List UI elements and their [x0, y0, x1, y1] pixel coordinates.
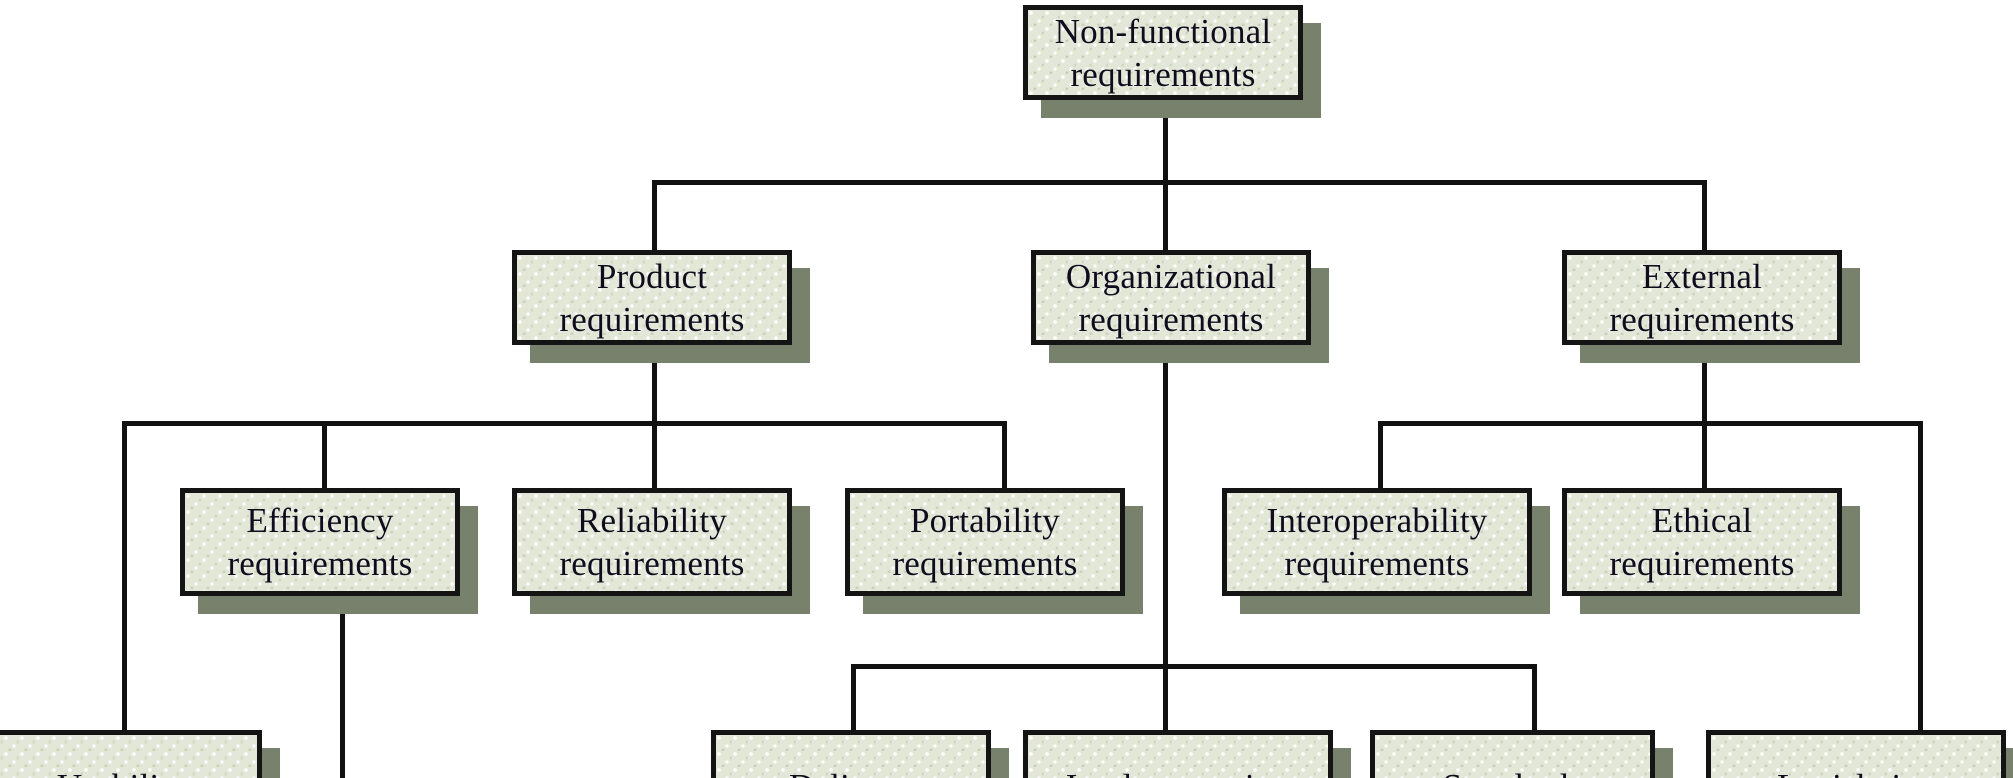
connector-rail-legislative [1918, 421, 1923, 732]
node-organizational-requirements[interactable]: Organizational requirements [1031, 250, 1329, 363]
node-label-line2: requirements [1284, 544, 1470, 583]
node-non-functional-requirements[interactable]: Non-functional requirements [1023, 5, 1321, 118]
connector-efficiency-stem [340, 596, 345, 778]
node-product-requirements[interactable]: Product requirements [512, 250, 810, 363]
node-label-line1: Product [596, 256, 708, 296]
node-face: Standards [1370, 730, 1655, 778]
node-label-line1: Implementation [1066, 765, 1290, 778]
node-standards[interactable]: Standards [1370, 730, 1673, 778]
node-face: Reliability requirements [512, 488, 792, 596]
node-face: Organizational requirements [1031, 250, 1311, 345]
node-label-line1: Efficiency [246, 501, 394, 540]
node-face: Product requirements [512, 250, 792, 345]
node-label-line2: requirements [892, 544, 1078, 583]
node-label-line1: Delivery [789, 765, 913, 778]
node-label-line1: Legislative [1777, 765, 1935, 778]
connector-drop-delivery [851, 664, 856, 732]
node-face: Legislative [1706, 730, 2006, 778]
node-face: External requirements [1562, 250, 1842, 345]
node-portability-requirements[interactable]: Portability requirements [845, 488, 1143, 614]
connector-root-stem [1163, 98, 1168, 750]
node-label-line2: requirements [559, 544, 745, 583]
connector-drop-external [1702, 180, 1707, 252]
node-face: Interoperability requirements [1222, 488, 1532, 596]
node-label-line1: Ethical [1651, 501, 1753, 540]
node-legislative[interactable]: Legislative [1706, 730, 2013, 778]
node-face: Implementation [1023, 730, 1333, 778]
node-label-line1: Interoperability [1266, 501, 1488, 540]
connector-drop-efficiency [322, 421, 327, 488]
node-label-line1: Usability [57, 765, 187, 778]
node-external-requirements[interactable]: External requirements [1562, 250, 1860, 363]
node-label-line1: External [1641, 256, 1763, 296]
connector-drop-product [652, 180, 657, 252]
node-implementation[interactable]: Implementation [1023, 730, 1351, 778]
node-label-line2: requirements [1070, 54, 1256, 94]
node-interoperability-requirements[interactable]: Interoperability requirements [1222, 488, 1550, 614]
node-face: Usability [0, 730, 262, 778]
node-delivery[interactable]: Delivery [711, 730, 1009, 778]
node-reliability-requirements[interactable]: Reliability requirements [512, 488, 810, 614]
node-label-line1: Non-functional [1054, 11, 1272, 51]
node-label-line2: requirements [1078, 299, 1264, 339]
connector-product-bus [122, 421, 1007, 426]
node-label-line1: Organizational [1065, 256, 1277, 296]
node-label-line2: requirements [559, 299, 745, 339]
connector-external-bus [1378, 421, 1923, 426]
node-label-line1: Portability [910, 501, 1060, 540]
node-face: Ethical requirements [1562, 488, 1842, 596]
node-label-line2: requirements [227, 544, 413, 583]
node-label-line1: Reliability [577, 501, 727, 540]
node-face: Non-functional requirements [1023, 5, 1303, 100]
node-label-line1: Standards [1443, 765, 1583, 778]
connector-drop-interoperability [1378, 421, 1383, 488]
connector-rail-usability [122, 421, 127, 732]
node-label-line2: requirements [1609, 544, 1795, 583]
connector-drop-standards [1532, 664, 1537, 732]
connector-product-stem [652, 348, 657, 593]
connector-external-stem [1702, 348, 1707, 593]
node-face: Delivery [711, 730, 991, 778]
node-label-line2: requirements [1609, 299, 1795, 339]
connector-drop-reliability [1002, 421, 1007, 488]
node-usability[interactable]: Usability [0, 730, 280, 778]
node-face: Portability requirements [845, 488, 1125, 596]
connector-level1-bus [652, 180, 1707, 185]
node-face: Efficiency requirements [180, 488, 460, 596]
node-ethical-requirements[interactable]: Ethical requirements [1562, 488, 1860, 614]
node-efficiency-requirements[interactable]: Efficiency requirements [180, 488, 478, 614]
connector-organizational-bus [851, 664, 1537, 669]
